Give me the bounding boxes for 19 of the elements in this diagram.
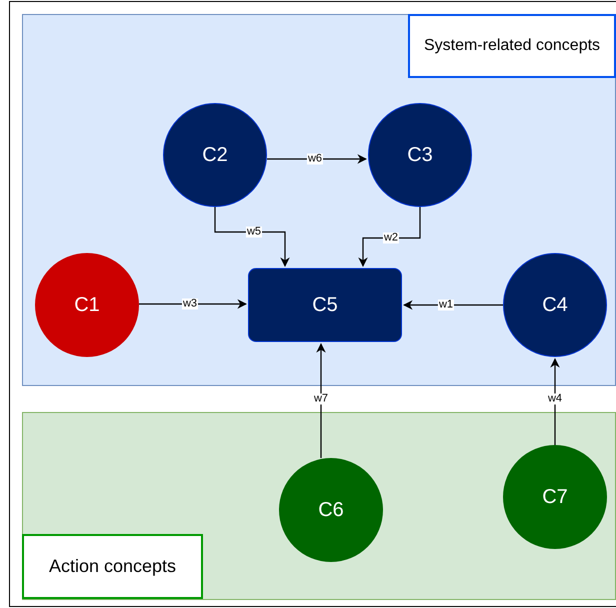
edge-label: w3 [182, 298, 198, 310]
arrow [267, 154, 367, 164]
edge-label: w2 [382, 232, 400, 244]
region-band [22, 14, 616, 386]
arrow [358, 207, 421, 267]
edge-label: w4 [546, 394, 564, 404]
region-band [22, 412, 616, 600]
region-label: Action concepts [22, 534, 203, 599]
edge-label: w5 [246, 226, 262, 238]
arrow [550, 358, 560, 445]
region-label: System-related concepts [408, 14, 616, 78]
edge-label: w1 [438, 300, 454, 310]
arrow [403, 300, 503, 310]
edge-label: w6 [306, 154, 324, 164]
arrow [139, 299, 247, 309]
arrow [316, 343, 326, 458]
arrow [214, 207, 290, 267]
concept-box: C5 [248, 268, 402, 342]
edge-label: w7 [312, 394, 330, 404]
